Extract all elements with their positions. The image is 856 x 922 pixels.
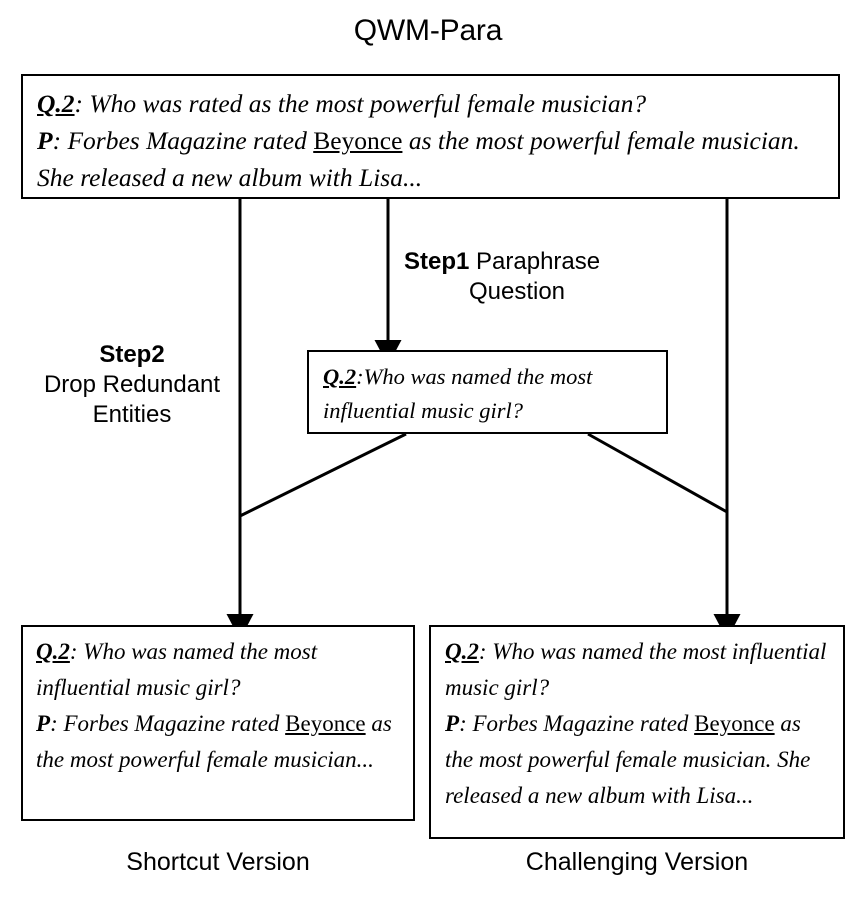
paraphrased-question-line: Q.2:Who was named the most influential m…: [323, 360, 656, 428]
passage-entity: Beyonce: [313, 126, 403, 155]
original-question-line: Q.2: Who was rated as the most powerful …: [37, 85, 826, 122]
shortcut-version-box: Q.2: Who was named the most influential …: [21, 625, 415, 821]
question-text: Who was rated as the most powerful femal…: [89, 89, 647, 118]
passage-separator: :: [52, 126, 68, 155]
step2-line1: Drop Redundant: [43, 371, 221, 398]
passage-text-before: Forbes Magazine rated: [472, 711, 695, 736]
question-text: Who was named the most influential music…: [323, 364, 593, 423]
step2-caption: Step2 Drop Redundant Entities: [24, 340, 240, 430]
question-label: Q.2: [445, 639, 479, 664]
challenging-version-box: Q.2: Who was named the most influential …: [429, 625, 845, 839]
paraphrased-question-box: Q.2:Who was named the most influential m…: [307, 350, 668, 434]
question-text: Who was named the most influential music…: [445, 639, 827, 700]
passage-label: P: [37, 126, 53, 155]
question-label: Q.2: [37, 89, 75, 118]
question-separator: :: [74, 89, 90, 118]
question-separator: :: [69, 639, 84, 664]
question-label: Q.2: [323, 364, 357, 389]
connector-mid-to-right-diagonal: [587, 432, 728, 514]
connector-mid-to-left-diagonal: [239, 432, 407, 518]
question-separator: :: [478, 639, 493, 664]
shortcut-question-line: Q.2: Who was named the most influential …: [36, 634, 403, 706]
step1-line2: Question: [468, 278, 566, 305]
step2-name: Step2: [24, 340, 240, 370]
passage-entity: Beyonce: [285, 711, 366, 736]
step1-line1: Step1 Paraphrase: [398, 247, 670, 277]
passage-text-after: as the most powerful female musician. Sh…: [37, 126, 800, 192]
figure-title: QWM-Para: [353, 14, 503, 47]
passage-entity: Beyonce: [694, 711, 775, 736]
passage-separator: :: [459, 711, 473, 736]
step2-name-text: Step2: [99, 341, 165, 368]
step1-caption: Step1 Paraphrase Question: [398, 247, 670, 307]
passage-text-before: Forbes Magazine rated: [63, 711, 286, 736]
passage-separator: :: [50, 711, 64, 736]
passage-text-after: as the most powerful female musician. Sh…: [445, 711, 811, 808]
passage-text-after: as the most powerful female musician...: [36, 711, 392, 772]
passage-label: P: [445, 711, 460, 736]
step1-name: Step1: [404, 248, 470, 275]
passage-text-before: Forbes Magazine rated: [67, 126, 314, 155]
question-separator: :: [356, 364, 364, 389]
step2-line2: Entities: [92, 401, 172, 428]
original-passage-line: P: Forbes Magazine rated Beyonce as the …: [37, 122, 826, 196]
original-example-box: Q.2: Who was rated as the most powerful …: [21, 74, 840, 199]
challenging-passage-line: P: Forbes Magazine rated Beyonce as the …: [445, 706, 833, 814]
shortcut-version-label: Shortcut Version: [126, 848, 310, 876]
step1-text: Paraphrase: [469, 248, 601, 275]
challenging-question-line: Q.2: Who was named the most influential …: [445, 634, 833, 706]
question-label: Q.2: [36, 639, 70, 664]
question-text: Who was named the most influential music…: [36, 639, 318, 700]
passage-label: P: [36, 711, 51, 736]
shortcut-passage-line: P: Forbes Magazine rated Beyonce as the …: [36, 706, 403, 778]
challenging-version-label: Challenging Version: [525, 848, 749, 876]
